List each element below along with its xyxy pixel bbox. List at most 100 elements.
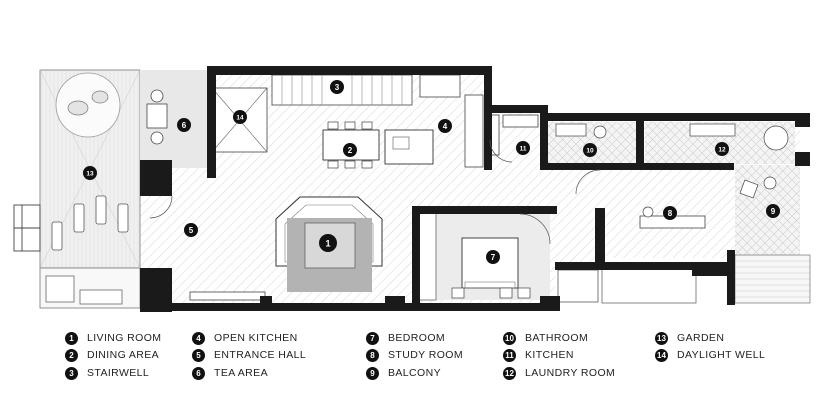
legend-label: DINING AREA	[87, 349, 160, 361]
balcony-table	[763, 176, 777, 190]
legend-item-living-room: 1 LIVING ROOM	[65, 330, 161, 346]
legend-item-garden: 13 GARDEN	[655, 330, 724, 346]
washing-machine	[763, 125, 789, 151]
legend-badge: 12	[503, 366, 516, 380]
marker-6: 6	[177, 118, 191, 132]
legend-badge: 8	[366, 348, 379, 362]
utility-room	[557, 269, 599, 303]
legend-badge: 13	[655, 331, 668, 345]
marker-5-label: 5	[189, 226, 194, 235]
tv-console	[189, 291, 266, 301]
legend-item-daylight-well: 14 DAYLIGHT WELL	[655, 347, 765, 363]
legend-label: LIVING ROOM	[87, 332, 162, 344]
legend-item-kitchen: 11 KITCHEN	[503, 347, 574, 363]
marker-3: 3	[330, 80, 344, 94]
legend-item-entrance-hall: 5 ENTRANCE HALL	[192, 347, 306, 363]
stepping-stones	[51, 195, 129, 251]
bathroom-toilet	[593, 125, 607, 139]
legend-label: STUDY ROOM	[388, 349, 463, 361]
legend-badge: 4	[192, 331, 205, 345]
kitchen-counter	[502, 114, 539, 128]
marker-5: 5	[184, 223, 198, 237]
legend-label: BEDROOM	[388, 332, 446, 344]
legend-badge: 3	[65, 366, 78, 380]
legend-label: STAIRWELL	[87, 367, 150, 379]
legend-item-laundry-room: 12 LAUNDRY ROOM	[503, 365, 615, 381]
tea-table	[146, 103, 168, 129]
marker-8: 8	[663, 206, 677, 220]
legend-item-open-kitchen: 4 OPEN KITCHEN	[192, 330, 298, 346]
marker-11-label: 11	[520, 146, 527, 153]
legend-label: BALCONY	[388, 367, 441, 379]
legend-item-bedroom: 7 BEDROOM	[366, 330, 445, 346]
legend-label: DAYLIGHT WELL	[677, 349, 766, 361]
marker-14-label: 14	[236, 115, 244, 122]
tea-stool	[150, 89, 164, 103]
legend-label: KITCHEN	[525, 349, 574, 361]
legend-label: LAUNDRY ROOM	[525, 367, 616, 379]
marker-14: 14	[233, 110, 247, 124]
legend-badge: 6	[192, 366, 205, 380]
legend-item-dining-area: 2 DINING AREA	[65, 347, 159, 363]
legend-badge: 9	[366, 366, 379, 380]
garden-counter	[79, 289, 123, 305]
legend-item-balcony: 9 BALCONY	[366, 365, 441, 381]
legend-badge: 2	[65, 348, 78, 362]
marker-1-label: 1	[325, 239, 330, 249]
legend-badge: 5	[192, 348, 205, 362]
marker-9-label: 9	[771, 207, 776, 216]
marker-10-label: 10	[586, 148, 594, 155]
dining-chairs	[327, 121, 373, 169]
marker-1: 1	[319, 234, 337, 252]
legend-item-bathroom: 10 BATHROOM	[503, 330, 588, 346]
bedroom-wardrobe	[417, 212, 437, 301]
marker-12-label: 12	[718, 147, 726, 154]
garden-stone	[91, 90, 109, 104]
legend-label: TEA AREA	[214, 367, 268, 379]
marker-12: 12	[715, 142, 729, 156]
corridor-cabinet	[601, 264, 697, 304]
legend-label: ENTRANCE HALL	[214, 349, 307, 361]
marker-8-label: 8	[668, 209, 673, 218]
kitchen-tall-unit	[419, 74, 461, 98]
legend-badge: 10	[503, 331, 516, 345]
balcony-chair	[739, 179, 759, 199]
legend-badge: 11	[503, 348, 516, 362]
marker-6-label: 6	[182, 121, 187, 130]
garden-counter	[45, 275, 75, 303]
walls	[140, 66, 810, 312]
garden-planter	[55, 72, 121, 138]
kitchen-counter	[464, 94, 484, 168]
marker-4-label: 4	[443, 122, 448, 131]
legend-badge: 14	[655, 348, 668, 362]
legend-label: OPEN KITCHEN	[214, 332, 298, 344]
marker-10: 10	[583, 143, 597, 157]
balcony-deck	[734, 254, 811, 304]
stair-treads	[281, 75, 403, 105]
legend-item-tea-area: 6 TEA AREA	[192, 365, 268, 381]
marker-3-label: 3	[335, 83, 340, 92]
marker-13-label: 13	[86, 171, 94, 178]
door-swings	[149, 139, 601, 245]
marker-9: 9	[766, 204, 780, 218]
room-markers: 1 2 3 4 5 6 7 8 9 10 11	[83, 80, 780, 264]
study-chair	[642, 206, 654, 218]
marker-7: 7	[486, 250, 500, 264]
legend-badge: 1	[65, 331, 78, 345]
marker-7-label: 7	[491, 253, 496, 262]
marker-2-label: 2	[348, 146, 353, 155]
legend-item-study-room: 8 STUDY ROOM	[366, 347, 463, 363]
legend-label: GARDEN	[677, 332, 725, 344]
legend-item-stairwell: 3 STAIRWELL	[65, 365, 149, 381]
bathroom-vanity	[555, 123, 587, 137]
legend-label: BATHROOM	[525, 332, 589, 344]
marker-4: 4	[438, 119, 452, 133]
marker-13: 13	[83, 166, 97, 180]
marker-2: 2	[343, 143, 357, 157]
bedroom-nightstands	[451, 287, 531, 299]
laundry-counter	[689, 123, 736, 137]
legend-badge: 7	[366, 331, 379, 345]
garden-stone	[67, 100, 89, 116]
garden-door	[13, 204, 41, 252]
